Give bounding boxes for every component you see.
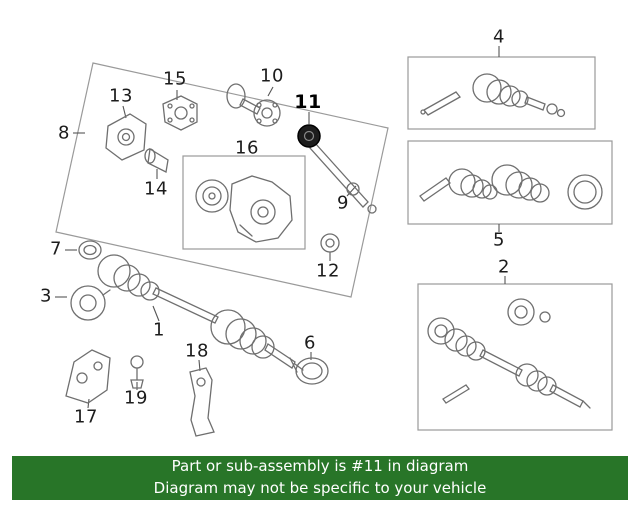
- part-label-19: 19: [124, 387, 148, 409]
- part-label-11: 11: [294, 91, 322, 113]
- part-19-balljoint-drawing: [130, 355, 144, 389]
- part-11-highlight-drawing: [297, 124, 321, 148]
- part-label-14: 14: [144, 178, 168, 200]
- part-17-bracket-drawing: [65, 349, 111, 404]
- assembly-box-16: [182, 155, 306, 250]
- diagram-banner: Part or sub-assembly is #11 in diagram D…: [12, 456, 628, 500]
- part-label-10: 10: [260, 65, 284, 87]
- part-18-bracket-drawing: [189, 367, 215, 437]
- part-label-4: 4: [493, 26, 505, 48]
- part-label-2: 2: [498, 256, 510, 278]
- part-11-highlight: [297, 124, 321, 148]
- part-2-axle-assembly-drawing: [427, 298, 591, 409]
- part-3-joint-drawing: [70, 285, 111, 321]
- part-label-9: 9: [337, 192, 349, 214]
- part-10-shaft-drawing: [226, 83, 281, 127]
- part-6-seal-drawing: [295, 357, 329, 385]
- part-label-12: 12: [316, 260, 340, 282]
- part-label-17: 17: [74, 406, 98, 428]
- banner-line-1: Part or sub-assembly is #11 in diagram: [171, 457, 469, 476]
- banner-line-2: Diagram may not be specific to your vehi…: [153, 479, 487, 497]
- part-label-5: 5: [493, 229, 505, 251]
- part-4-boot-kit-drawing: [420, 73, 566, 118]
- assembly-boxes: [55, 56, 613, 431]
- part-7-ring-drawing: [78, 240, 102, 260]
- part-label-8: 8: [58, 122, 70, 144]
- part-16-differential-drawing: [195, 175, 293, 243]
- part-label-13: 13: [109, 85, 133, 107]
- part-12-nut-drawing: [320, 233, 340, 253]
- part-label-3: 3: [40, 285, 52, 307]
- parts-line-art: [65, 73, 603, 437]
- part-label-18: 18: [185, 340, 209, 362]
- part-14-stub-drawing: [144, 147, 169, 173]
- part-5-boot-kit-drawing: [419, 164, 603, 210]
- assembly-box-4: [407, 56, 596, 130]
- part-label-7: 7: [50, 238, 62, 260]
- part-label-6: 6: [304, 332, 316, 354]
- assembly-box-2: [417, 283, 613, 431]
- assembly-box-8: [55, 62, 389, 298]
- part-label-16: 16: [235, 137, 259, 159]
- part-label-15: 15: [163, 68, 187, 90]
- part-label-1: 1: [153, 319, 165, 341]
- part-15-flange-drawing: [162, 95, 198, 131]
- assembly-box-5: [407, 140, 613, 225]
- part-11-highlight-inner: [303, 130, 315, 142]
- part-13-housing-drawing: [105, 113, 147, 161]
